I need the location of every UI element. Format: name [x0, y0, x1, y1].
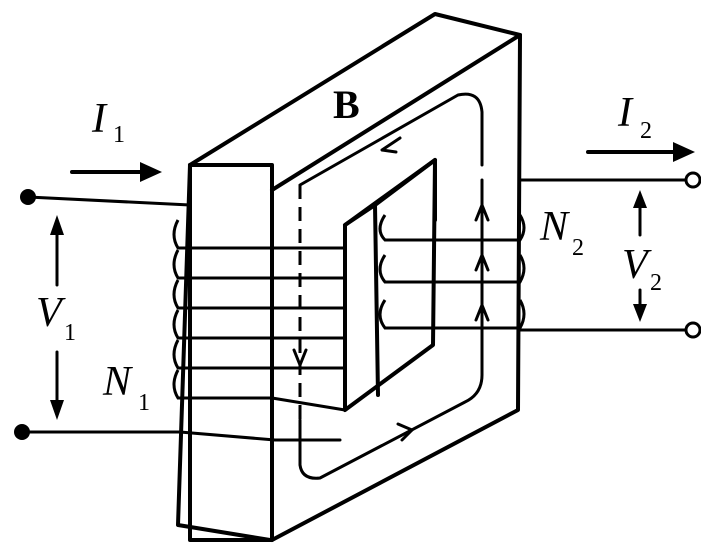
- core-window: [343, 158, 437, 412]
- coil-turn: [172, 339, 272, 370]
- secondary-top-terminal: [684, 171, 701, 189]
- voltage-primary-arrowhead-up: [50, 215, 64, 235]
- voltage-primary-arrowhead-down: [50, 400, 64, 420]
- flux-arrow-right-1: [474, 203, 490, 222]
- core-front-edge: [176, 163, 272, 542]
- voltage-secondary-label: V: [622, 242, 652, 288]
- coil-turn: [172, 309, 272, 340]
- primary-bottom-wire: [20, 430, 342, 442]
- core-top-face: [188, 12, 522, 192]
- coil-turn: [378, 299, 526, 330]
- turns-primary-label: N: [102, 359, 133, 405]
- voltage-secondary-subscript: 2: [650, 270, 662, 296]
- flux-arrow-right-2: [474, 253, 490, 272]
- current-out-label: I: [617, 90, 634, 136]
- primary-circuit: [14, 162, 342, 442]
- coil-turn: [172, 249, 272, 280]
- current-in-subscript: 1: [113, 122, 125, 148]
- field-label: B: [333, 82, 360, 127]
- labels: I 1 B I 2 N 2 V 2 V 1 N 1: [36, 82, 662, 416]
- flux-line-top: [298, 92, 484, 187]
- voltage-primary-subscript: 1: [64, 320, 76, 346]
- flux-arrow-top: [380, 136, 402, 154]
- flux-arrow-right-3: [474, 303, 490, 322]
- flux-line-bottom: [298, 178, 484, 480]
- primary-coil: [172, 219, 346, 412]
- coil-turn: [172, 369, 272, 400]
- secondary-bottom-terminal: [684, 321, 701, 339]
- iron-core: [176, 12, 522, 542]
- flux-arrow-left: [292, 348, 308, 367]
- turns-primary-subscript: 1: [138, 390, 150, 416]
- current-in-arrowhead: [140, 162, 162, 182]
- coil-turn: [271, 246, 346, 412]
- core-front-face: [188, 163, 274, 542]
- coil-turn: [378, 254, 526, 284]
- current-out-arrowhead: [673, 142, 695, 162]
- voltage-primary-label: V: [36, 290, 66, 336]
- flux-arrow-bottom: [396, 422, 414, 442]
- core-window-inner-edge: [373, 203, 380, 397]
- current-in-label: I: [91, 96, 108, 142]
- core-right-side: [270, 33, 522, 542]
- voltage-secondary-arrowhead-up: [633, 190, 647, 208]
- current-out-subscript: 2: [640, 118, 652, 144]
- voltage-secondary-arrowhead-down: [633, 304, 647, 322]
- turns-secondary-label: N: [539, 204, 570, 250]
- turns-secondary-subscript: 2: [572, 235, 584, 261]
- flux-path: [292, 92, 490, 480]
- coil-turn: [172, 279, 272, 310]
- secondary-circuit: [518, 142, 701, 339]
- core-window-depth: [343, 158, 437, 227]
- primary-top-wire: [26, 195, 192, 207]
- secondary-coil: [378, 214, 526, 330]
- coil-turn: [172, 219, 272, 250]
- coil-turn: [378, 214, 526, 242]
